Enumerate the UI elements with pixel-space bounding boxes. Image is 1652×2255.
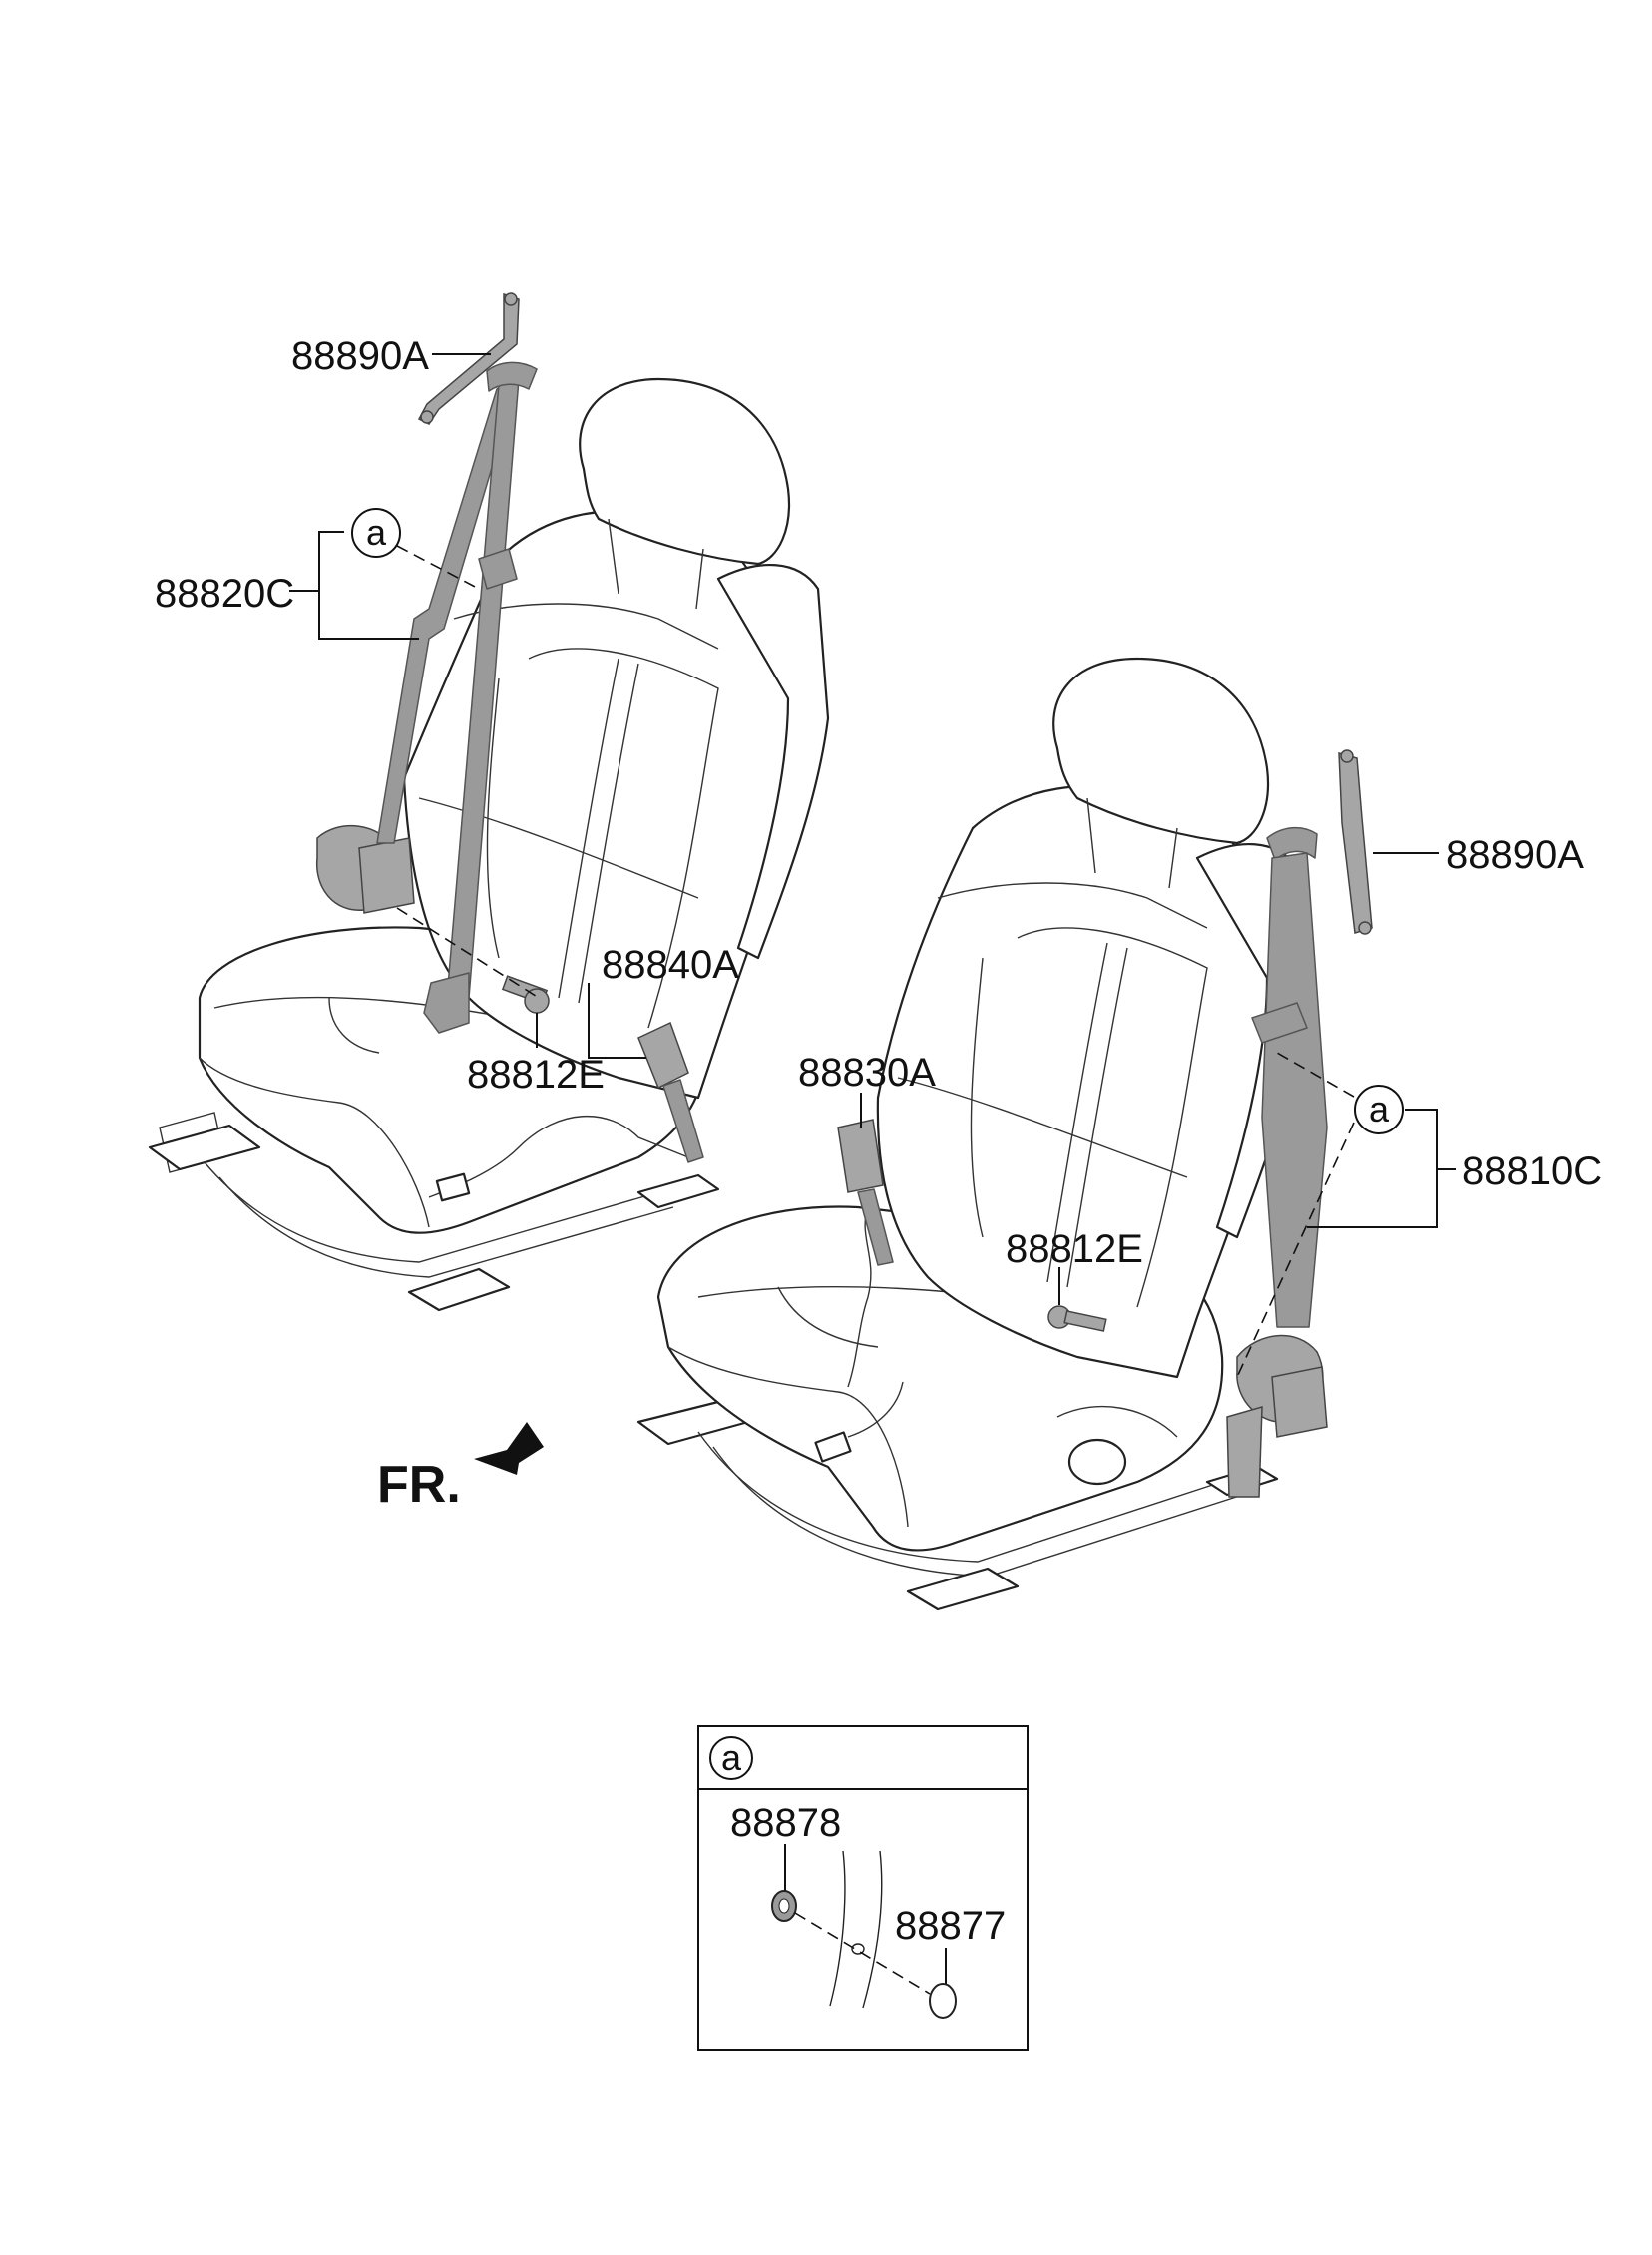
label-88878: 88878: [730, 1801, 841, 1845]
label-88812e-left: 88812E: [467, 1053, 605, 1097]
front-indicator-text: FR.: [377, 1456, 461, 1514]
detail-box-a: a 88878 88877: [697, 1725, 1029, 2051]
right-upper-anchor-bracket: [1338, 749, 1373, 935]
callout-a-right: a: [1354, 1085, 1404, 1134]
label-88810c: 88810C: [1462, 1149, 1602, 1193]
callout-a-left: a: [351, 508, 401, 558]
label-88877: 88877: [895, 1904, 1006, 1948]
label-88840a: 88840A: [602, 943, 739, 987]
callout-a-right-text: a: [1369, 1089, 1390, 1129]
label-88890a-right: 88890A: [1446, 833, 1584, 877]
callout-a-left-text: a: [366, 512, 387, 553]
left-seat: [148, 377, 830, 1312]
right-seat: [636, 657, 1309, 1611]
label-88830a: 88830A: [798, 1051, 936, 1095]
label-88812e-right: 88812E: [1006, 1227, 1143, 1271]
front-direction-indicator: FR.: [377, 1422, 544, 1514]
left-upper-anchor-bracket: [417, 292, 520, 425]
left-seat-belt: [376, 361, 538, 1034]
right-bolt: [1047, 1305, 1107, 1332]
front-arrow-icon: [474, 1422, 544, 1475]
leader-lines: [289, 353, 1456, 1378]
left-buckle: [637, 1021, 704, 1163]
detail-callout-text: a: [721, 1737, 742, 1778]
cap-88877: [929, 1983, 957, 2019]
right-seat-belt: [1226, 826, 1328, 1498]
right-buckle: [837, 1119, 894, 1266]
label-88820c: 88820C: [155, 572, 294, 616]
label-88890a-left: 88890A: [291, 334, 429, 378]
